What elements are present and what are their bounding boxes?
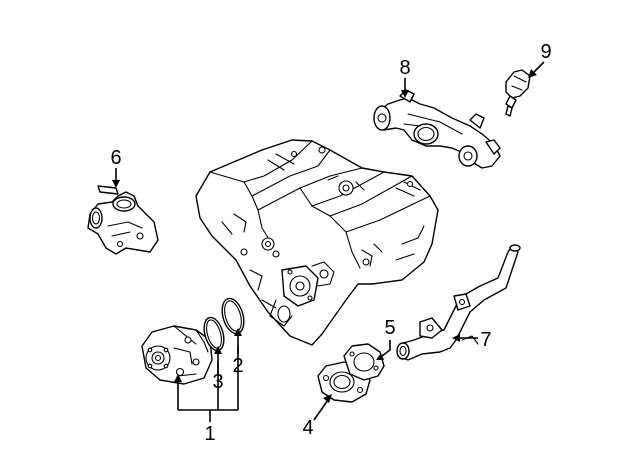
callout-6: 6 (110, 147, 121, 169)
engine-block (195, 139, 439, 346)
callout-2: 2 (232, 355, 243, 377)
water-pipe (396, 244, 521, 361)
callout-labels: 1 2 3 4 5 6 7 8 9 (110, 41, 551, 445)
gasket (343, 343, 385, 381)
temperature-sensor (505, 69, 531, 117)
thermostat-housing (87, 185, 159, 255)
callout-7: 7 (480, 329, 491, 351)
callout-1: 1 (204, 423, 215, 445)
callout-leaders (112, 61, 545, 422)
callout-3: 3 (212, 371, 223, 393)
water-outlet-manifold (373, 89, 501, 169)
callout-8: 8 (399, 57, 410, 79)
callout-9: 9 (540, 41, 551, 63)
callout-5: 5 (384, 317, 395, 339)
water-pump (141, 325, 213, 385)
callout-4: 4 (302, 417, 313, 439)
